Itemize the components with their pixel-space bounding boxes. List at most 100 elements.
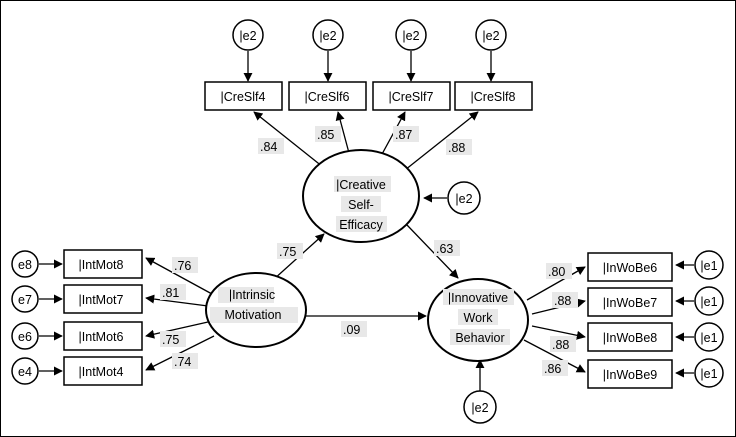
error-circle-inwobe7 (694, 286, 724, 316)
latent-cse-line2: Self- (348, 198, 374, 212)
disturbance-label-iwb: |e2 (471, 401, 488, 415)
error-circle-inwobe6 (694, 250, 724, 280)
error-circle-intmot8 (11, 250, 39, 278)
loading-im-intmot7: .81 (162, 286, 179, 300)
arrow-im-intmot6 (145, 321, 209, 339)
indicator-label-inwobe8: |InWoBe8 (603, 331, 657, 345)
error-circle-creslf4 (232, 19, 264, 51)
coef-bg-im-intmot8 (172, 257, 198, 273)
error-label-inwobe7: |e1 (700, 295, 717, 309)
error-label-intmot4: e4 (18, 365, 32, 379)
indicator-label-inwobe9: |InWoBe9 (603, 368, 657, 382)
error-circle-intmot6 (11, 322, 39, 350)
error-circle-intmot7 (11, 285, 39, 313)
latent-iwb-line1: |Innovative (448, 291, 508, 305)
loading-cse-creslf7: .87 (395, 128, 412, 142)
latent-im-line1: |Intrinsic (229, 288, 275, 302)
coef-bg-cse-creslf7 (393, 126, 419, 142)
latent-im-line2: Motivation (225, 308, 282, 322)
indicator-label-creslf4: |CreSlf4 (221, 90, 266, 104)
error-arrows-iwb (675, 260, 694, 378)
path-coef-im-cse: .75 (279, 245, 296, 259)
error-label-intmot8: e8 (18, 258, 32, 272)
indicator-box-intmot4 (63, 356, 143, 386)
arrow-cse-creslf4 (253, 111, 324, 168)
error-label-intmot6: e6 (18, 330, 32, 344)
loading-cse-creslf4: .84 (260, 140, 277, 154)
error-label-inwobe6: |e1 (700, 259, 717, 273)
indicator-box-inwobe8 (587, 322, 673, 352)
coef-bg-iwb-inwobe7 (552, 292, 578, 308)
coef-bg-cse-creslf8 (446, 139, 472, 155)
indicator-box-intmot6 (63, 321, 143, 351)
latent-cse-line3: Efficacy (339, 218, 383, 232)
arrow-iwb-inwobe6 (526, 266, 586, 301)
error-circle-creslf6 (312, 19, 344, 51)
indicator-label-creslf7: |CreSlf7 (389, 90, 434, 104)
error-label-creslf4: |e2 (239, 29, 256, 43)
coef-bg-cse-creslf4 (258, 138, 284, 154)
indicator-label-inwobe7: |InWoBe7 (603, 296, 657, 310)
error-label-creslf8: |e2 (482, 29, 499, 43)
path-cse-iwb (406, 224, 459, 279)
indicator-label-intmot8: |IntMot8 (79, 258, 124, 272)
loading-arrows-iwb (523, 266, 586, 373)
error-circle-inwobe8 (694, 322, 724, 352)
indicator-label-creslf8: |CreSlf8 (471, 90, 516, 104)
loading-iwb-inwobe8: .88 (552, 338, 569, 352)
coef-bg-iwb-inwobe9 (542, 360, 568, 376)
latent-iwb-line2-bg (458, 309, 498, 325)
error-circle-creslf8 (475, 19, 507, 51)
coef-bg-iwb-inwobe8 (550, 336, 576, 352)
indicator-box-creslf6 (288, 81, 367, 111)
arrow-iwb-inwobe8 (531, 325, 586, 340)
indicator-label-inwobe6: |InWoBe6 (603, 261, 657, 275)
path-coef-im-iwb: .09 (343, 323, 360, 337)
indicator-box-creslf7 (372, 81, 451, 111)
latent-iwb-line2: Work (464, 311, 494, 325)
indicator-box-inwobe9 (587, 359, 673, 389)
loading-im-intmot6: .75 (162, 333, 179, 347)
cse-error-circles: |e2 |e2 |e2 |e2 (232, 19, 507, 51)
latent-cse-line1-bg (334, 176, 391, 192)
latent-iwb-line1-bg (443, 289, 514, 305)
error-circle-inwobe9 (694, 358, 724, 388)
latent-im-line2-bg (210, 307, 298, 323)
coef-bg-cse-creslf6 (315, 126, 341, 142)
coef-bg-iwb-inwobe6 (546, 263, 572, 279)
coef-bg-im-intmot7 (160, 284, 186, 300)
indicator-box-intmot7 (63, 284, 143, 314)
disturbance-circle-cse (447, 181, 481, 215)
arrow-cse-creslf6 (335, 111, 350, 154)
im-indicator-boxes: |IntMot8 |IntMot7 |IntMot6 |IntMot4 (63, 249, 143, 386)
indicator-label-creslf6: |CreSlf6 (305, 90, 350, 104)
coef-bg-im-intmot6 (160, 331, 186, 347)
disturbance-circle-iwb (463, 390, 497, 424)
indicator-box-inwobe6 (587, 252, 673, 282)
error-label-creslf6: |e2 (319, 29, 336, 43)
error-label-creslf7: |e2 (402, 29, 419, 43)
loading-im-intmot8: .76 (174, 259, 191, 273)
indicator-label-intmot4: |IntMot4 (79, 365, 124, 379)
latent-cse-line3-bg (336, 216, 387, 232)
error-circle-creslf7 (395, 19, 427, 51)
arrow-iwb-inwobe9 (523, 339, 586, 373)
loading-iwb-inwobe9: .86 (544, 362, 561, 376)
error-label-inwobe8: |e1 (700, 331, 717, 345)
coef-bg-cse-iwb (434, 240, 460, 256)
coef-bg-im-cse (277, 243, 303, 259)
indicator-label-intmot6: |IntMot6 (79, 330, 124, 344)
loading-iwb-inwobe6: .80 (548, 265, 565, 279)
loading-iwb-inwobe7: .88 (554, 294, 571, 308)
coef-bg-im-intmot4 (172, 353, 198, 369)
latent-cse-line2-bg (341, 196, 381, 212)
path-coef-cse-iwb: .63 (436, 242, 453, 256)
indicator-box-intmot8 (63, 249, 143, 279)
arrow-cse-creslf8 (404, 111, 479, 171)
indicator-box-creslf8 (454, 81, 533, 111)
disturbance-label-cse: |e2 (455, 192, 472, 206)
indicator-box-creslf4 (204, 81, 283, 111)
indicator-box-inwobe7 (587, 287, 673, 317)
error-arrows-im (39, 259, 63, 376)
